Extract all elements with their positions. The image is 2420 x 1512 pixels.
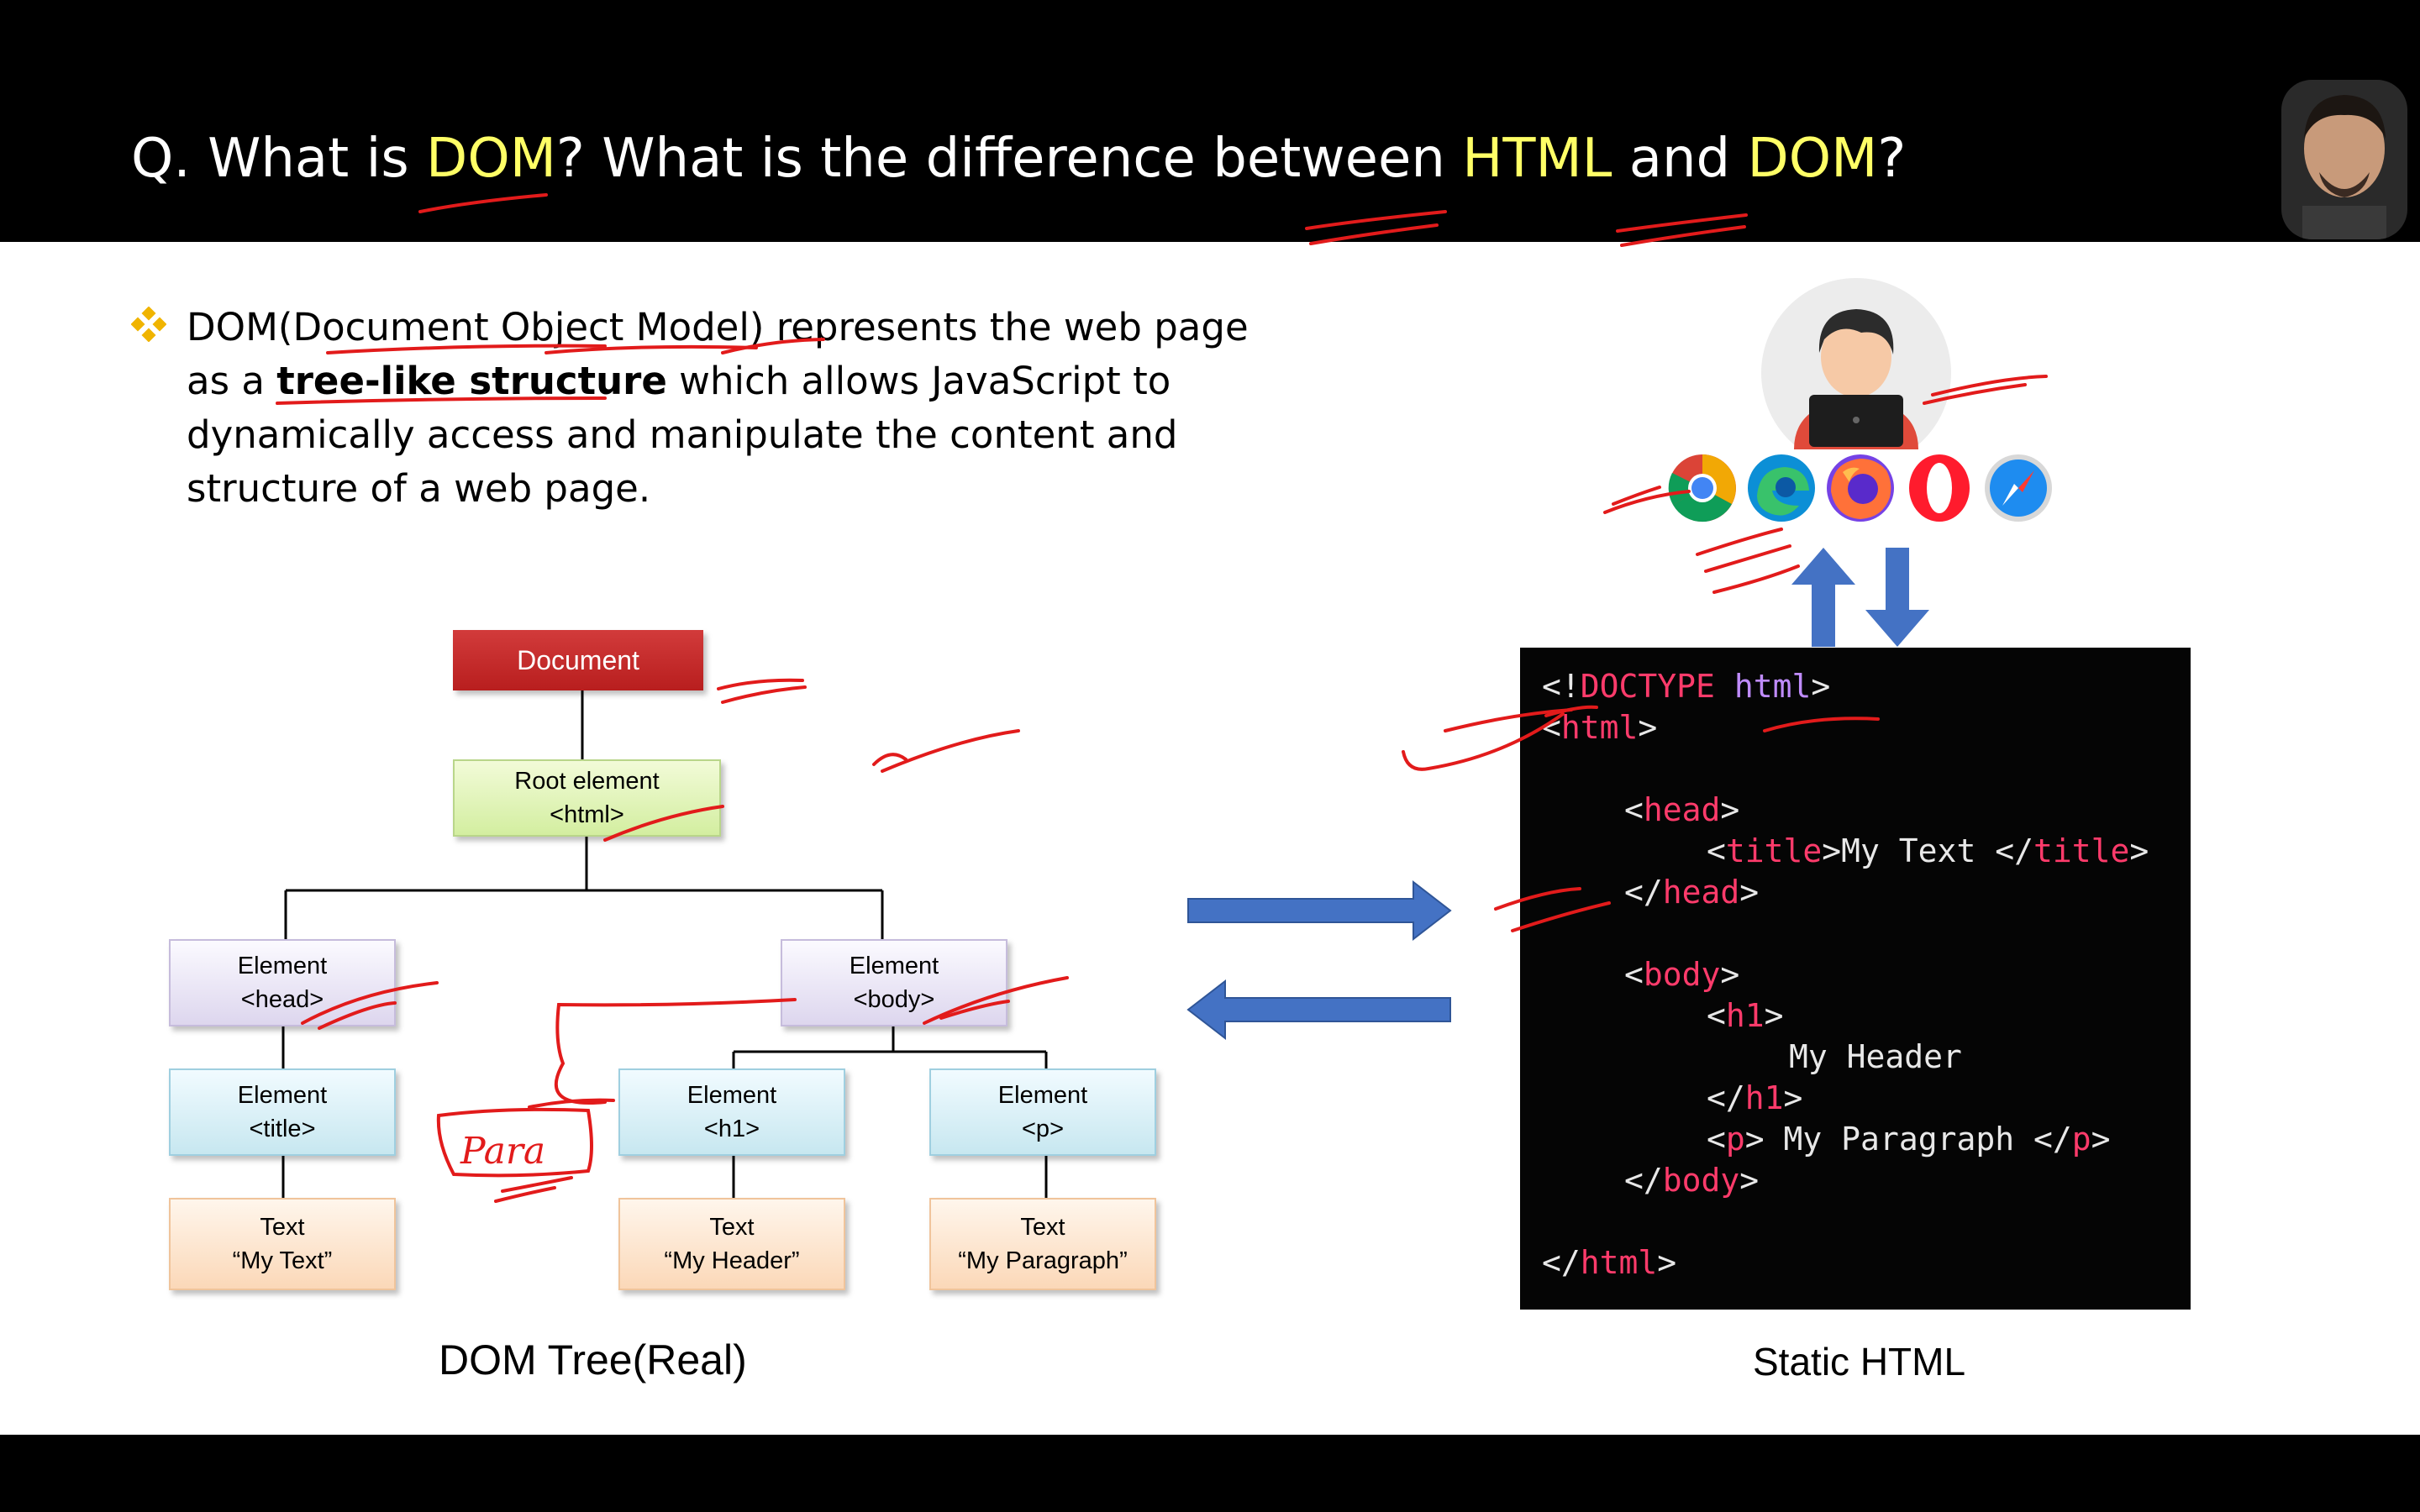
arrow-up-icon <box>1791 548 1855 647</box>
presenter-avatar <box>2281 80 2407 239</box>
bottom-bar <box>0 1435 2420 1512</box>
node-tag: <title> <box>249 1116 316 1142</box>
node-label: Element <box>237 1082 328 1109</box>
static-html-caption: Static HTML <box>1753 1340 1966 1383</box>
code-line-title: <title>My Text </title> <box>1707 832 2149 869</box>
code-line-body-close: </body> <box>1624 1162 1760 1199</box>
bullet-text-part2: which allows JavaScript to dynamically a… <box>187 359 1178 511</box>
code-line-h1-text: My Header <box>1789 1038 1962 1075</box>
diamond-bullet-icon <box>130 306 167 343</box>
code-line-p: <p> My Paragraph </p> <box>1707 1121 2111 1158</box>
opera-icon <box>1905 454 1974 522</box>
code-line-html-open: <html> <box>1542 709 1658 746</box>
node-label: Document <box>517 645 639 675</box>
arrow-right-icon <box>1187 879 1452 942</box>
node-tag: <html> <box>550 801 624 828</box>
dom-tree-caption: DOM Tree(Real) <box>439 1336 747 1383</box>
tree-node-document: Document <box>453 630 703 690</box>
title-html-highlight: HTML <box>1462 128 1612 190</box>
edge-icon <box>1747 454 1816 522</box>
firefox-icon <box>1826 454 1895 522</box>
title-prefix: Q. What is <box>131 128 427 190</box>
node-label: Text <box>1020 1214 1065 1241</box>
code-line-head-close: </head> <box>1624 874 1760 911</box>
tree-node-h1: Element <h1> <box>618 1068 845 1156</box>
code-line-head-open: <head> <box>1624 791 1740 828</box>
tree-node-root-element: Root element <html> <box>453 759 721 837</box>
code-line-h1-open: <h1> <box>1707 997 1784 1034</box>
bullet-text-part1: DOM(Document Object Model) represents th… <box>187 305 1249 403</box>
static-html-code-panel: <!DOCTYPE html> <html> <head> <title>My … <box>1520 648 2191 1310</box>
node-tag: <h1> <box>703 1116 760 1142</box>
title-dom-highlight: DOM <box>426 128 556 190</box>
node-label: Element <box>997 1082 1088 1109</box>
node-label: Text <box>709 1214 755 1241</box>
title-middle: ? What is the difference between <box>555 128 1463 190</box>
code-line-html-close: </html> <box>1542 1244 1677 1281</box>
code-line-doctype: <!DOCTYPE html> <box>1542 668 1831 705</box>
node-label: Element <box>687 1082 777 1109</box>
tree-node-title: Element <title> <box>169 1068 396 1156</box>
chrome-icon <box>1668 454 1737 522</box>
title-bar <box>0 0 2420 242</box>
arrow-left-icon <box>1186 979 1451 1041</box>
node-tag: <head> <box>240 986 324 1013</box>
title-dom-highlight-2: DOM <box>1747 128 1878 190</box>
node-value: “My Paragraph” <box>958 1247 1128 1274</box>
title-and: and <box>1612 128 1748 190</box>
node-value: “My Text” <box>232 1247 333 1274</box>
code-line-h1-close: </h1> <box>1707 1079 1803 1116</box>
para-annotation: Para <box>460 1130 545 1173</box>
person-laptop-icon <box>1760 277 1952 468</box>
node-value: “My Header” <box>664 1247 800 1274</box>
tree-node-body: Element <body> <box>781 939 1007 1026</box>
tree-node-text-my-paragraph: Text “My Paragraph” <box>929 1198 1156 1290</box>
title-suffix: ? <box>1877 128 1907 190</box>
tree-node-text-my-header: Text “My Header” <box>618 1198 845 1290</box>
node-label: Root element <box>514 768 660 795</box>
node-label: Text <box>260 1214 305 1241</box>
node-label: Element <box>849 953 939 979</box>
node-label: Element <box>237 953 328 979</box>
safari-icon <box>1984 454 2053 522</box>
bullet-text-bold: tree-like structure <box>276 359 667 403</box>
node-tag: <body> <box>853 986 935 1013</box>
code-line-body-open: <body> <box>1624 956 1740 993</box>
node-tag: <p> <box>1022 1116 1064 1142</box>
bullet-text: DOM(Document Object Model) represents th… <box>187 301 1279 516</box>
tree-node-p: Element <p> <box>929 1068 1156 1156</box>
arrow-down-icon <box>1865 548 1929 647</box>
tree-node-text-my-text: Text “My Text” <box>169 1198 396 1290</box>
slide-title: Q. What is DOM? What is the difference b… <box>131 128 1906 190</box>
